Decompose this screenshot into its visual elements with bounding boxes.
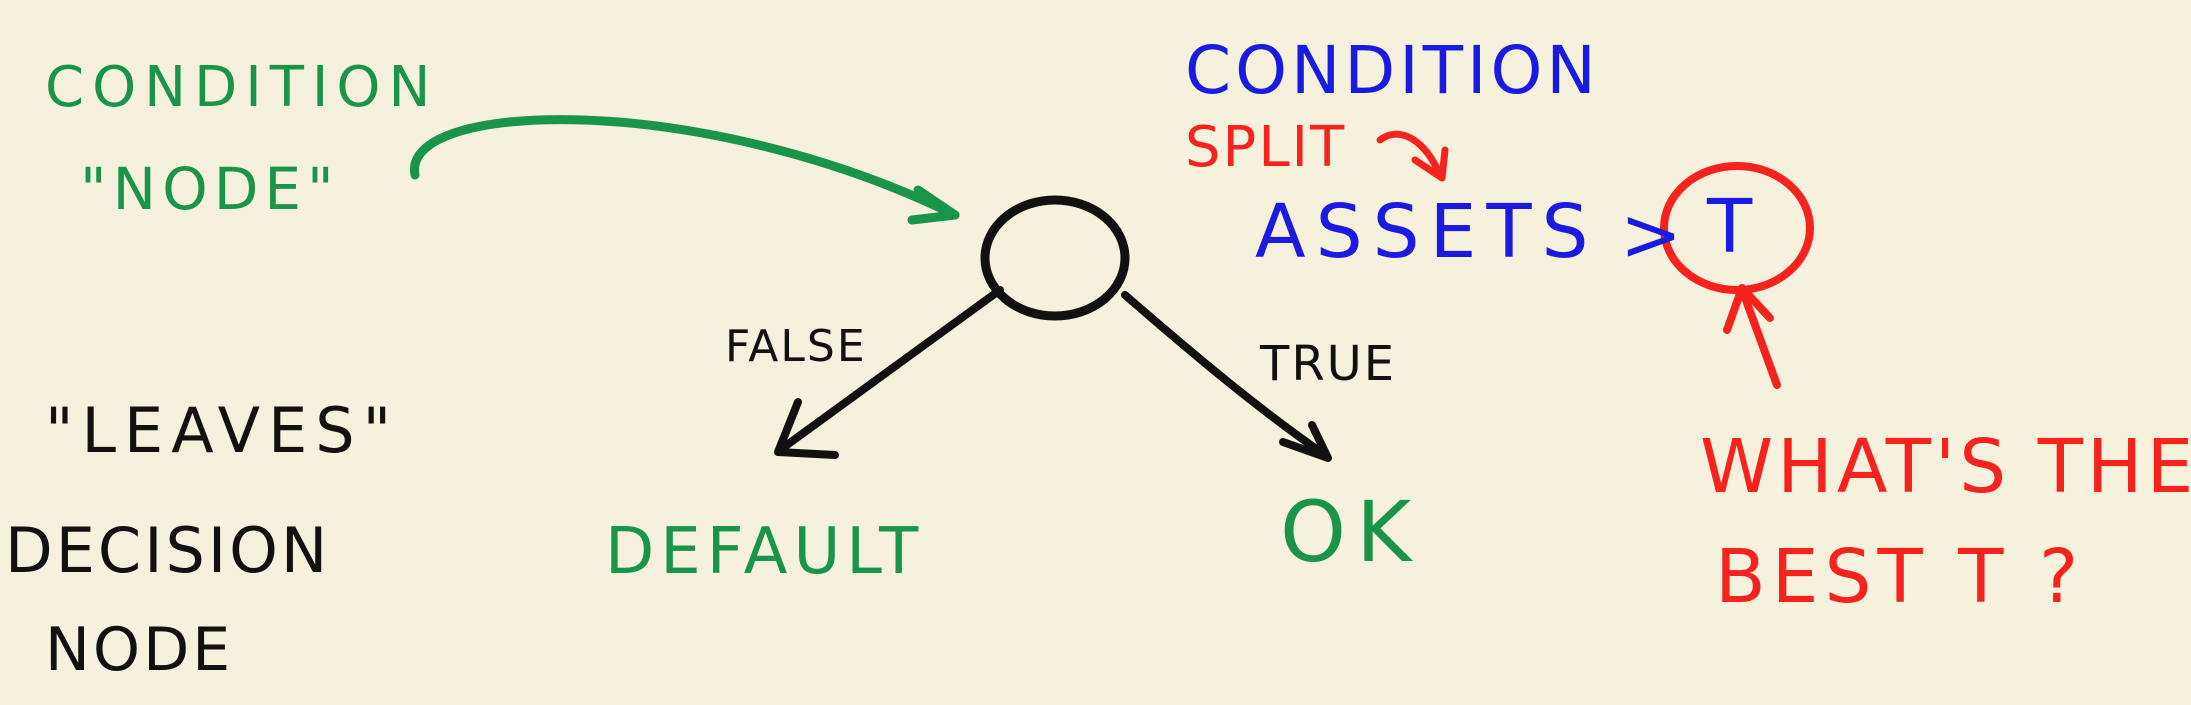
true-branch-line xyxy=(1121,291,1329,459)
split-arrowhead xyxy=(1411,146,1449,182)
condition-node-arrowhead xyxy=(907,185,960,225)
condition-title: CONDITION xyxy=(1185,32,1600,109)
question-arrowhead xyxy=(1723,284,1774,334)
condition-node-label-line1: CONDITION xyxy=(45,55,439,120)
condition-node-arrow xyxy=(410,115,960,220)
split-arrow xyxy=(1376,130,1444,179)
split-label: SPLIT xyxy=(1185,115,1347,180)
false-branch-label: FALSE xyxy=(725,321,867,372)
ok-leaf-label: OK xyxy=(1280,483,1422,581)
leaves-label: "LEAVES" xyxy=(45,394,400,467)
question-line2: BEST T ? xyxy=(1715,534,2085,620)
false-branch-arrowhead xyxy=(774,398,839,459)
question-arrow xyxy=(1739,288,1781,389)
threshold-circle xyxy=(1660,162,1814,294)
default-leaf-label: DEFAULT xyxy=(605,515,925,589)
question-line1: WHAT'S THE xyxy=(1700,424,2191,510)
decision-label-line2: NODE xyxy=(45,615,234,685)
root-node-circle xyxy=(980,195,1130,321)
condition-node-label-line2: "NODE" xyxy=(80,155,340,223)
false-branch-line xyxy=(776,286,1004,454)
true-branch-arrowhead xyxy=(1279,421,1332,462)
true-branch-label: TRUE xyxy=(1260,336,1397,392)
decision-label-line1: DECISION xyxy=(5,514,331,587)
greater-than-symbol: > xyxy=(1620,192,1683,278)
assets-label: ASSETS xyxy=(1255,189,1599,275)
threshold-label: T xyxy=(1707,184,1753,270)
